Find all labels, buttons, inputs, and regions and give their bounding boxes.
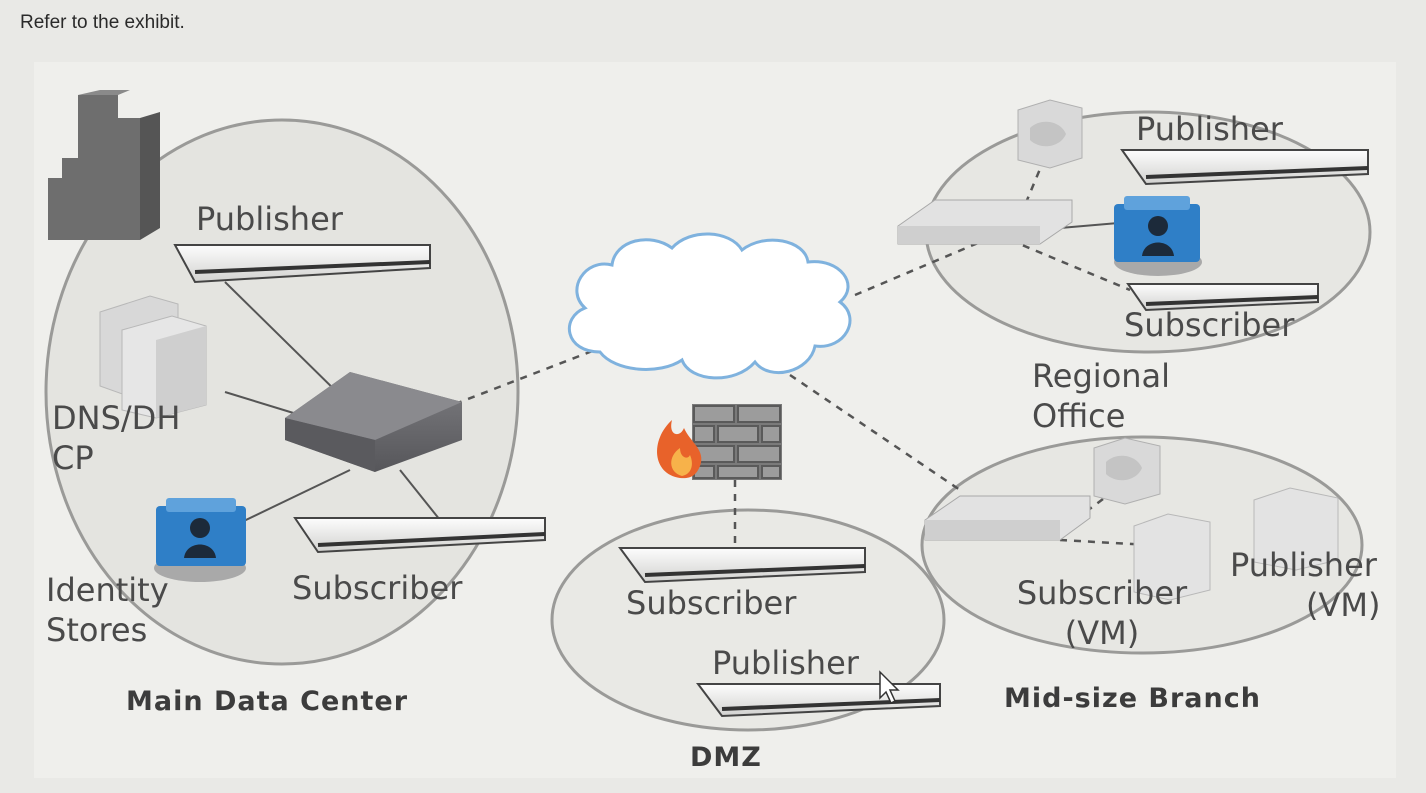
wan-link-regional	[854, 238, 986, 297]
main-identity-label-line1: Identity	[46, 571, 169, 609]
main-data-center-title: Main Data Center	[126, 686, 409, 717]
branch-publisher-label-line2: (VM)	[1306, 586, 1381, 624]
regional-subscriber-appliance-icon	[1126, 283, 1319, 312]
regional-publisher-appliance-icon	[1120, 149, 1369, 186]
wan-link-main	[454, 348, 596, 406]
main-identity-label-line2: Stores	[46, 611, 148, 649]
branch-publisher-vm-icon	[1253, 487, 1339, 571]
link-subscriber-switch	[399, 469, 441, 521]
dns-servers-icon	[99, 295, 207, 419]
mid-size-branch-title: Mid-size Branch	[1004, 683, 1261, 714]
branch-subscriber-vm-icon	[1133, 513, 1211, 601]
regional-router-icon	[897, 199, 1073, 245]
branch-subscriber-label-line1: Subscriber	[1016, 574, 1188, 612]
branch-server-icon	[1093, 437, 1161, 505]
regional-office-label-line1: Regional	[1032, 357, 1171, 395]
core-switch-icon	[285, 372, 462, 472]
regional-identity-store-icon	[1114, 196, 1202, 276]
main-dns-label-line2: CP	[52, 439, 94, 477]
dmz-subscriber-label: Subscriber	[626, 584, 797, 622]
exhibit-prompt: Refer to the exhibit.	[20, 12, 185, 33]
regional-publisher-label: Publisher	[1136, 110, 1283, 148]
regional-subscriber-label: Subscriber	[1124, 306, 1295, 344]
wan-link-branch	[789, 373, 961, 492]
dmz-subscriber-appliance-icon	[618, 547, 866, 584]
internet-cloud	[567, 232, 852, 380]
main-dns-label-line1: DNS/DH	[52, 399, 181, 437]
main-publisher-label: Publisher	[196, 200, 343, 238]
regional-server-icon	[1017, 99, 1083, 169]
link-dns-switch	[224, 391, 301, 416]
main-subscriber-appliance-icon	[293, 517, 546, 554]
main-publisher-appliance-icon	[173, 244, 431, 284]
branch-publisher-label-line1: Publisher	[1230, 546, 1377, 584]
firewall-icon	[657, 404, 782, 480]
link-regional-router-server	[1023, 144, 1052, 206]
building-icon	[48, 90, 160, 240]
regional-office-label-line2: Office	[1032, 397, 1126, 435]
main-subscriber-label: Subscriber	[292, 569, 463, 607]
dmz-publisher-label: Publisher	[712, 644, 859, 682]
link-publisher-switch	[224, 281, 346, 401]
branch-router-icon	[924, 495, 1091, 541]
dmz-publisher-appliance-icon	[696, 683, 941, 718]
dmz-title: DMZ	[690, 742, 762, 773]
network-diagram	[44, 90, 1372, 732]
identity-store-icon	[154, 498, 246, 582]
mouse-cursor-icon	[879, 670, 900, 705]
branch-subscriber-label-line2: (VM)	[1064, 614, 1140, 652]
